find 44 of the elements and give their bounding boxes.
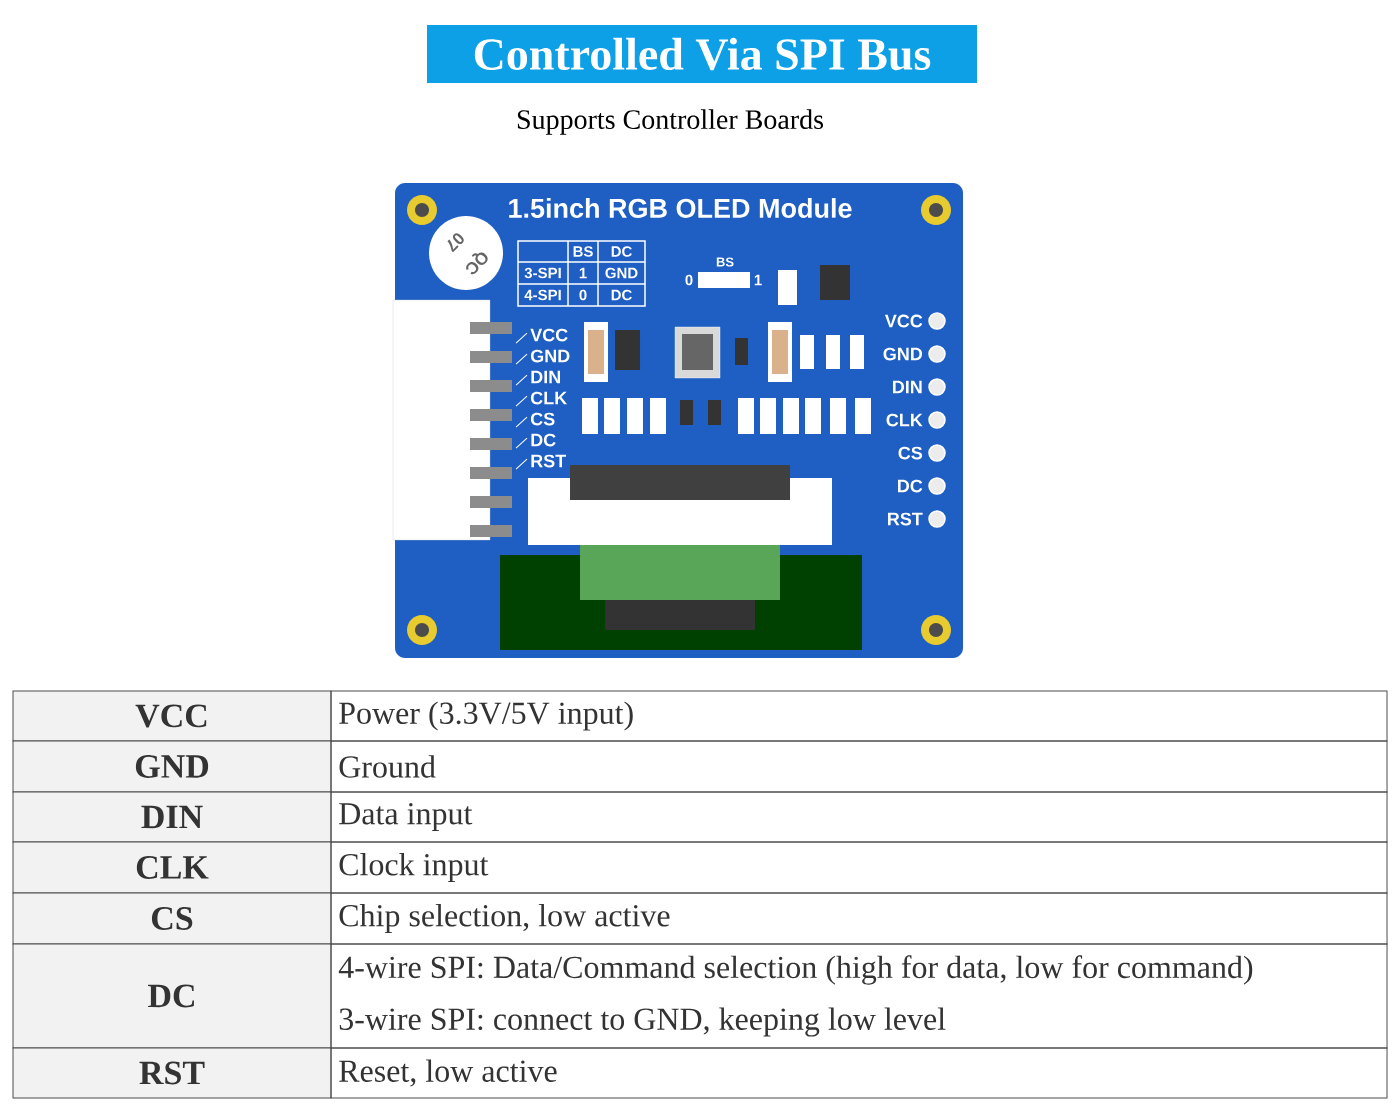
table-cell: GND: [12, 740, 332, 793]
silkscreen-text: BS: [573, 246, 593, 257]
table-cell: 3-wire SPI: connect to GND, keeping low level: [339, 1007, 946, 1037]
table-cell: Power (3.3V/5V input): [339, 701, 633, 731]
silkscreen-text: GND: [605, 267, 638, 279]
table-cell: DIN: [12, 791, 332, 843]
table-cell: VCC: [12, 690, 332, 742]
silkscreen-text: BS: [716, 257, 734, 267]
pin-label: GND: [883, 347, 923, 361]
pin-label: DC: [531, 433, 556, 447]
table-cell: Chip selection, low active: [339, 904, 670, 933]
sticker-text: QC: [466, 252, 488, 275]
pin-label: CLK: [886, 413, 923, 427]
silkscreen-text: 1: [754, 274, 762, 286]
subtitle: Supports Controller Boards: [517, 109, 823, 135]
title-banner: Controlled Via SPI Bus: [427, 25, 977, 83]
silkscreen-text: 0: [685, 274, 693, 286]
table-cell: Reset, low active: [339, 1059, 557, 1087]
pin-label: CS: [530, 412, 555, 426]
pin-label: RST: [888, 512, 923, 526]
pin-label: VCC: [884, 314, 923, 328]
pin-label: CS: [898, 446, 923, 460]
silkscreen-text: 0: [579, 289, 587, 301]
silkscreen-text: 3-SPI: [524, 267, 561, 279]
silkscreen-text: 4-SPI: [524, 289, 561, 301]
pin-label: GND: [530, 349, 570, 363]
table-cell: CS: [12, 892, 332, 945]
pin-label: DIN: [893, 380, 922, 394]
table-cell: Data input: [339, 803, 473, 831]
board-title: 1.5inch RGB OLED Module: [509, 198, 852, 218]
pin-label: DIN: [531, 370, 560, 384]
pin-label: DC: [898, 479, 923, 493]
pin-label: VCC: [530, 328, 568, 342]
pin-label: RST: [531, 454, 566, 468]
sticker-text: 07: [447, 233, 464, 253]
table-cell: CLK: [12, 841, 332, 894]
pin-label: CLK: [530, 391, 568, 405]
table-cell: Clock input: [339, 853, 489, 882]
table-cell: 4-wire SPI: Data/Command selection (high for data, low for command): [338, 955, 1253, 985]
silkscreen-text: 1: [579, 267, 587, 279]
silkscreen-text: DC: [611, 246, 632, 257]
silkscreen-text: DC: [611, 289, 632, 301]
table-cell: Ground: [339, 755, 436, 778]
table-cell: RST: [12, 1047, 332, 1099]
